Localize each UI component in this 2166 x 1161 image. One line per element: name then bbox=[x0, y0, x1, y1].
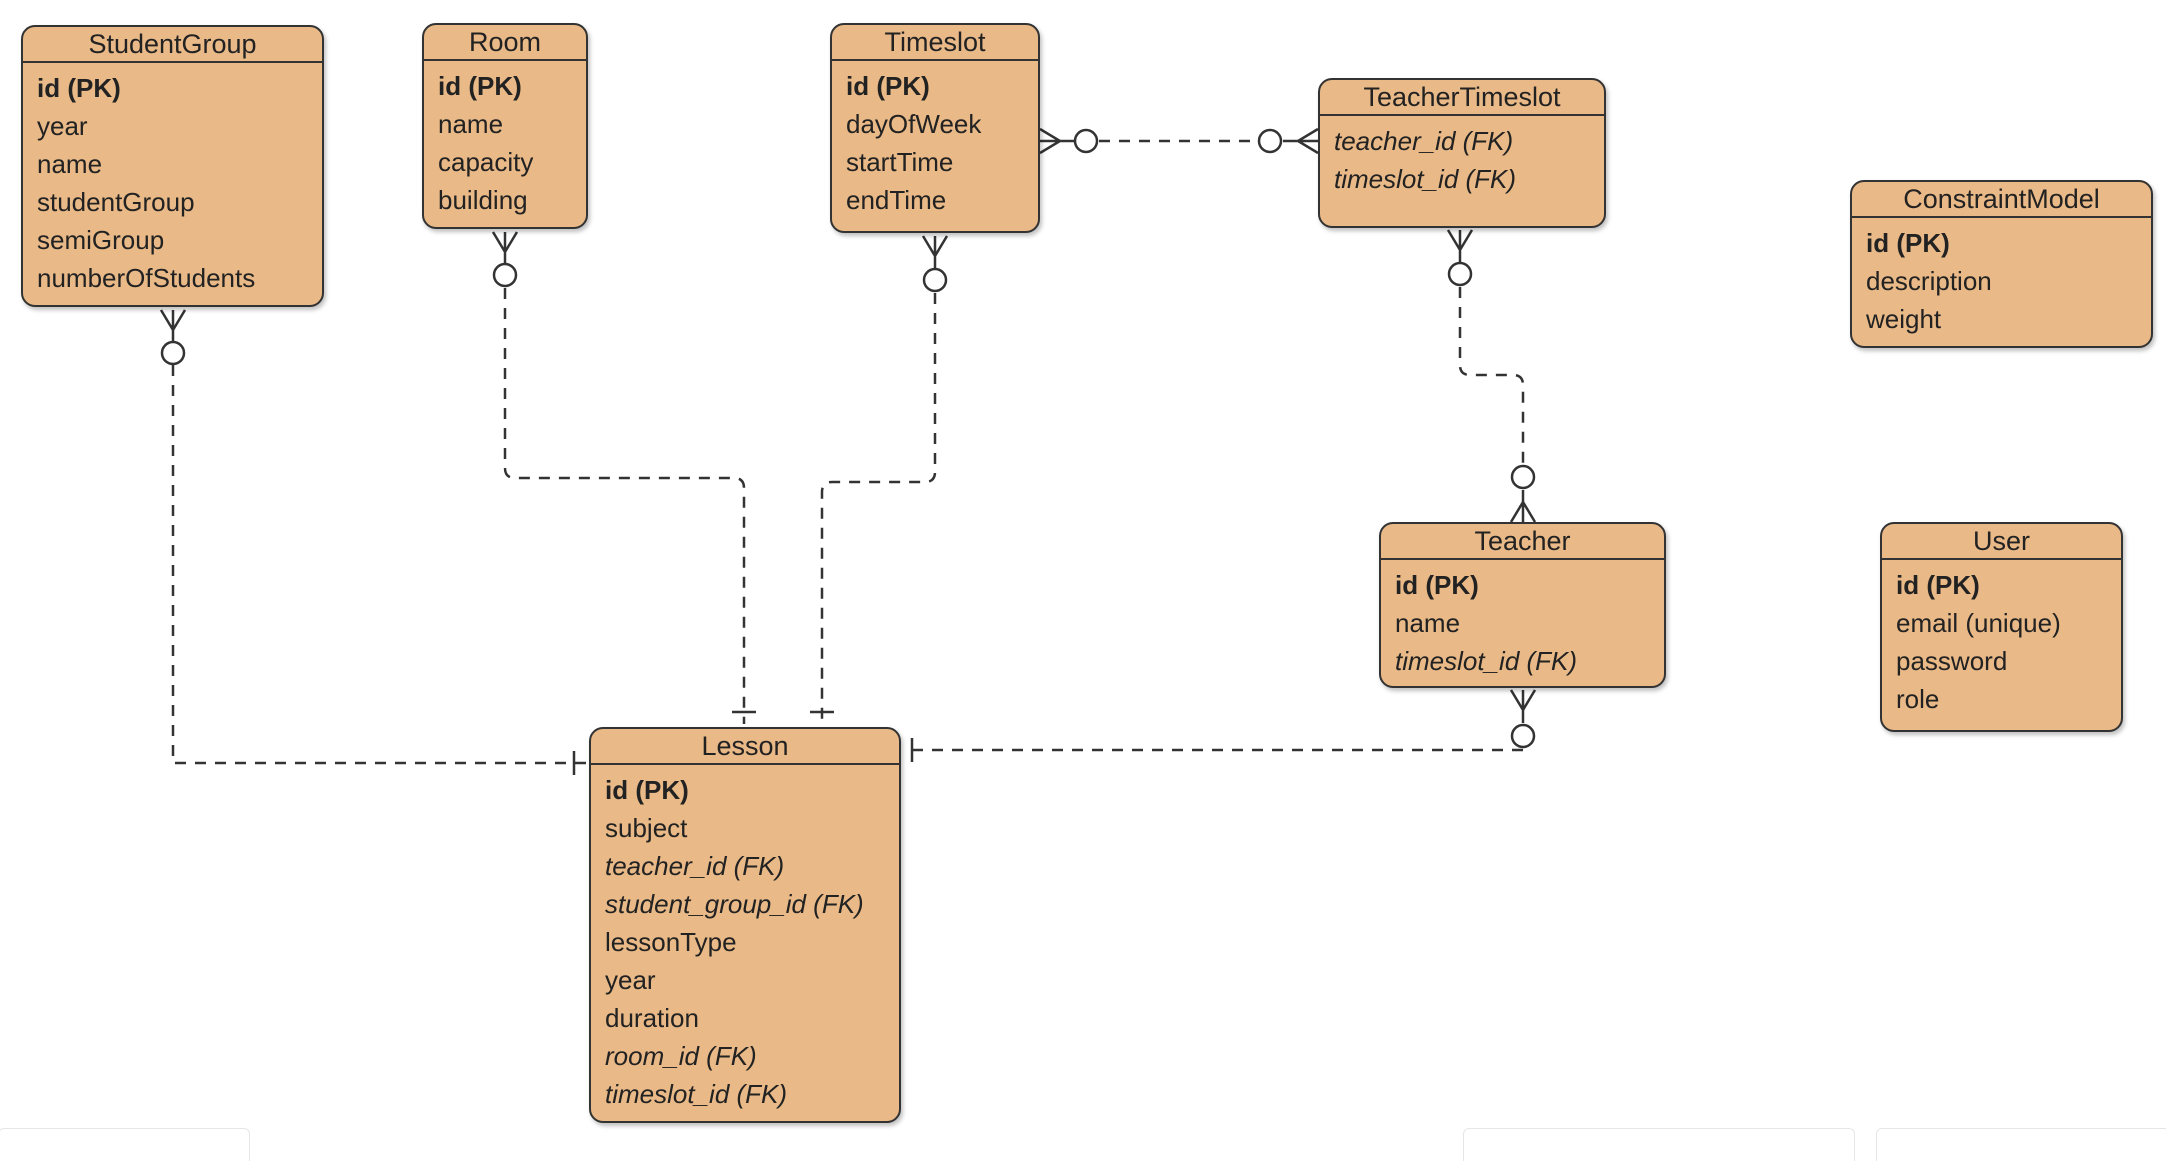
attribute-starttime: startTime bbox=[846, 147, 954, 177]
entity-room[interactable]: Room id (PK) name capacity building bbox=[422, 23, 588, 229]
attribute-endtime: endTime bbox=[846, 185, 947, 215]
entity-title: Teacher bbox=[1381, 524, 1664, 560]
optional-circle-timeslot bbox=[922, 267, 948, 293]
optional-circle-teachertimeslot bbox=[1447, 261, 1473, 287]
entity-timeslot[interactable]: Timeslot id (PK) dayOfWeek startTime endTim… bbox=[830, 23, 1040, 233]
attribute-list: id (PK) name capacity building bbox=[424, 61, 586, 219]
optional-circle-timeslot-right bbox=[1073, 128, 1099, 154]
attribute-year: year bbox=[605, 965, 656, 995]
attribute-id-pk: id (PK) bbox=[1866, 228, 1950, 258]
attribute-list: id (PK) email (unique) password role bbox=[1882, 560, 2121, 718]
attribute-description: description bbox=[1866, 266, 1992, 296]
attribute-id-pk: id (PK) bbox=[1896, 570, 1980, 600]
attribute-timeslot-id-fk: timeslot_id (FK) bbox=[605, 1079, 788, 1109]
attribute-list: id (PK) description weight bbox=[1852, 218, 2151, 338]
entity-title: StudentGroup bbox=[23, 27, 322, 63]
optional-circle-teacher-bottom bbox=[1510, 723, 1536, 749]
attribute-teacher-id-fk: teacher_id (FK) bbox=[605, 851, 785, 881]
entity-user[interactable]: User id (PK) email (unique) password role bbox=[1880, 522, 2123, 732]
rel-timeslot-lesson bbox=[820, 293, 937, 724]
bottom-panel-middle bbox=[1463, 1128, 1855, 1161]
attribute-id-pk: id (PK) bbox=[37, 73, 121, 103]
attribute-weight: weight bbox=[1866, 304, 1942, 334]
entity-teacher[interactable]: Teacher id (PK) name timeslot_id (FK) bbox=[1379, 522, 1666, 688]
entity-constraintmodel[interactable]: ConstraintModel id (PK) description weight bbox=[1850, 180, 2153, 348]
bottom-panel-left bbox=[0, 1128, 250, 1161]
attribute-subject: subject bbox=[605, 813, 688, 843]
entity-title: TeacherTimeslot bbox=[1320, 80, 1604, 116]
entity-teachertimeslot[interactable]: TeacherTimeslot teacher_id (FK) timeslot_… bbox=[1318, 78, 1606, 228]
attribute-password: password bbox=[1896, 646, 2008, 676]
attribute-capacity: capacity bbox=[438, 147, 534, 177]
attribute-id-pk: id (PK) bbox=[605, 775, 689, 805]
attribute-list: id (PK) year name studentGroup semiGroup numb… bbox=[23, 63, 322, 297]
attribute-name: name bbox=[1395, 608, 1461, 638]
attribute-dayofweek: dayOfWeek bbox=[846, 109, 982, 139]
crowfoot-timeslot-right bbox=[1039, 127, 1075, 155]
crowfoot-room bbox=[491, 231, 519, 264]
attribute-list: id (PK) name timeslot_id (FK) bbox=[1381, 560, 1664, 680]
attribute-duration: duration bbox=[605, 1003, 699, 1033]
attribute-id-pk: id (PK) bbox=[438, 71, 522, 101]
entity-title: ConstraintModel bbox=[1852, 182, 2151, 218]
optional-circle-studentgroup bbox=[160, 340, 186, 366]
attribute-role: role bbox=[1896, 684, 1940, 714]
crowfoot-studentgroup bbox=[159, 309, 187, 342]
attribute-name: name bbox=[37, 149, 103, 179]
entity-studentgroup[interactable]: StudentGroup id (PK) year name studentGroup… bbox=[21, 25, 324, 307]
rel-studentgroup-lesson bbox=[171, 365, 588, 765]
crowfoot-timeslot bbox=[921, 235, 949, 268]
attribute-semigroup: semiGroup bbox=[37, 225, 165, 255]
attribute-studentgroup: studentGroup bbox=[37, 187, 195, 217]
entity-title: Room bbox=[424, 25, 586, 61]
attribute-list: id (PK) dayOfWeek startTime endTime bbox=[832, 61, 1038, 219]
attribute-building: building bbox=[438, 185, 528, 215]
attribute-name: name bbox=[438, 109, 504, 139]
rel-room-lesson bbox=[503, 288, 746, 724]
attribute-list: teacher_id (FK) timeslot_id (FK) bbox=[1320, 116, 1604, 198]
rel-teachertimeslot-teacher bbox=[1458, 287, 1525, 464]
attribute-student-group-id-fk: student_group_id (FK) bbox=[605, 889, 864, 919]
attribute-numberofstudents: numberOfStudents bbox=[37, 263, 256, 293]
attribute-timeslot-id-fk: timeslot_id (FK) bbox=[1395, 646, 1578, 676]
attribute-year: year bbox=[37, 111, 88, 141]
attribute-id-pk: id (PK) bbox=[1395, 570, 1479, 600]
crowfoot-teacher-top bbox=[1509, 490, 1537, 523]
attribute-email-unique: email (unique) bbox=[1896, 608, 2061, 638]
entity-title: User bbox=[1882, 524, 2121, 560]
optional-circle-teacher-top bbox=[1510, 464, 1536, 490]
attribute-teacher-id-fk: teacher_id (FK) bbox=[1334, 126, 1514, 156]
attribute-room-id-fk: room_id (FK) bbox=[605, 1041, 757, 1071]
entity-lesson[interactable]: Lesson id (PK) subject teacher_id (FK) stud… bbox=[589, 727, 901, 1123]
optional-circle-room bbox=[492, 262, 518, 288]
bottom-panel-right bbox=[1876, 1128, 2166, 1161]
entity-title: Lesson bbox=[591, 729, 899, 765]
crowfoot-teachertimeslot-left bbox=[1283, 127, 1319, 155]
attribute-lessontype: lessonType bbox=[605, 927, 737, 957]
entity-title: Timeslot bbox=[832, 25, 1038, 61]
crowfoot-teacher-bottom bbox=[1509, 689, 1537, 723]
crowfoot-teachertimeslot bbox=[1446, 229, 1474, 263]
attribute-list: id (PK) subject teacher_id (FK) student_gro… bbox=[591, 765, 899, 1113]
attribute-id-pk: id (PK) bbox=[846, 71, 930, 101]
attribute-timeslot-id-fk: timeslot_id (FK) bbox=[1334, 164, 1517, 194]
optional-circle-teachertimeslot-left bbox=[1257, 128, 1283, 154]
